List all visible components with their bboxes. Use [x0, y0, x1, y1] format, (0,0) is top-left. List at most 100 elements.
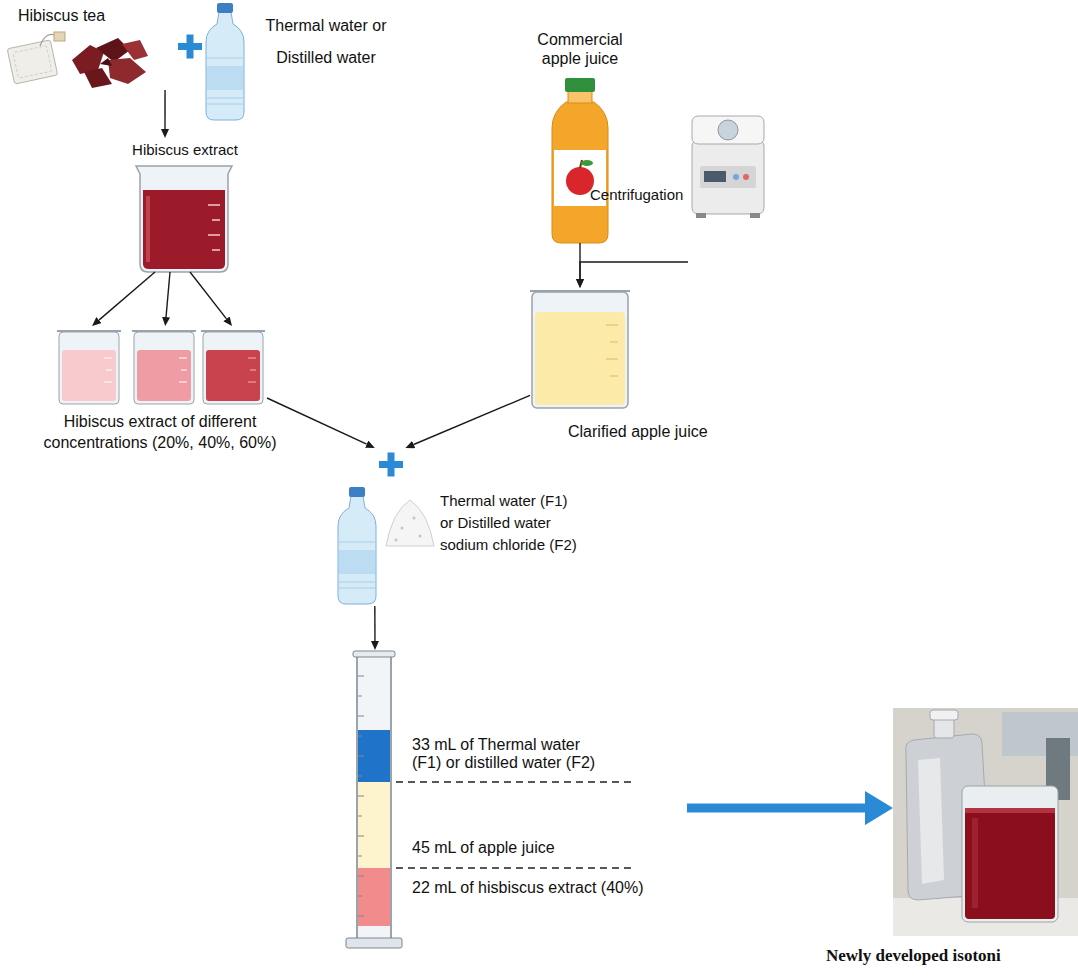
graduated-cylinder: 33 mL of Thermal water (F1) or distilled…: [352, 650, 687, 950]
step-label: Thermal water (F1) or Distilled water so…: [440, 490, 582, 555]
step-label: Thermal water or Distilled water: [262, 10, 390, 74]
photo-beaker: [962, 786, 1058, 922]
extract-beaker: Hibiscus extract: [135, 138, 235, 272]
tea-bag-tag: [54, 32, 65, 41]
water-bottle-icon: [338, 487, 376, 604]
bottle-label: [339, 550, 375, 574]
result-arrow: [687, 804, 865, 813]
text-slot: Hibiscus tea: [18, 6, 105, 25]
tea-bag-body: [7, 40, 58, 84]
text-slot: 45 mL of apple juice: [412, 838, 555, 857]
dried-hibiscus: [72, 38, 148, 88]
plus-sign: [178, 35, 202, 59]
salt-grain: [395, 539, 398, 542]
beaker-ticks: [104, 358, 112, 382]
water-bottle-icon: [206, 3, 244, 120]
beaker-ticks: [208, 205, 220, 250]
plus-bar: [388, 453, 395, 477]
pouch-cap: [930, 710, 958, 720]
dried-petal: [100, 58, 112, 66]
dried-petal: [84, 68, 112, 88]
step-label: Centrifugation: [590, 186, 683, 204]
beaker-liquid: [206, 350, 260, 401]
beaker-liquid: [535, 312, 625, 405]
text-slot: 33 mL of Thermal water (F1) or distilled…: [412, 736, 602, 772]
bottle-cap: [565, 78, 595, 92]
flow-arrow: [414, 395, 530, 444]
flow-arrow: [267, 398, 367, 444]
drink-photo: Newly developed isotoni: [893, 708, 1078, 936]
step-label: 33 mL of Thermal water (F1) or distilled…: [412, 736, 602, 772]
graduated-cylinder-icon: [346, 651, 402, 948]
beaker-glass: [203, 332, 263, 404]
flow-arrow: [374, 606, 376, 641]
dried-petal: [122, 40, 148, 60]
centrifuge-body: [692, 140, 764, 214]
water-bottle: Thermal water or Distilled water: [205, 3, 245, 120]
dilution-beakers-icon: [57, 331, 265, 404]
beaker-shine: [146, 196, 150, 262]
salt-pile: [386, 500, 434, 546]
apple-juice-bottle-icon: [552, 78, 608, 243]
bottle-cap: [349, 487, 365, 497]
dilution-beakers: Hibiscus extract of different concentrat…: [55, 326, 267, 406]
salt-grain: [419, 535, 422, 538]
text-slot: Commercial apple juice: [520, 30, 640, 68]
text-slot: Clarified apple juice: [568, 422, 708, 441]
glass-reflection: [972, 818, 978, 908]
step-label: Clarified apple juice: [568, 422, 708, 441]
flow-arrow: [164, 90, 165, 129]
extract-beaker-icon: [136, 166, 232, 272]
text-slot: Newly developed isotoni: [826, 946, 1001, 966]
centrifuge-lid: [692, 116, 764, 144]
dried-petal: [108, 58, 146, 84]
hibiscus-layer: [358, 868, 390, 926]
flow-arrow: [166, 272, 170, 317]
clarified-beaker-icon: [530, 291, 630, 408]
text-slot: Centrifugation: [590, 186, 683, 204]
beaker-glass: [59, 332, 119, 404]
apple-leaf: [581, 160, 593, 166]
centrifuge-button: [733, 174, 739, 180]
centrifuge-icon: [692, 116, 764, 218]
tea-bag: [7, 40, 58, 84]
clarified-beaker: Clarified apple juice: [530, 288, 630, 410]
text-slot: Hibiscus extract: [120, 141, 250, 159]
juice-bottle: Commercial apple juice: [550, 78, 612, 243]
text-slot: Hibiscus extract of different concentrat…: [20, 412, 300, 454]
salt-pile-icon: [386, 500, 434, 546]
step-label: Commercial apple juice: [520, 30, 640, 68]
pouch-highlight: [918, 758, 944, 884]
tea-bag-seam: [13, 46, 52, 79]
beaker-ticks: [248, 358, 256, 382]
cylinder-tube: [357, 656, 391, 940]
cylinder-base: [346, 938, 402, 948]
plus-bar: [187, 35, 194, 59]
plus-sign: [379, 453, 403, 477]
flow-arrow: [580, 262, 688, 279]
beaker-glass: [532, 292, 628, 408]
apple-juice-layer: [358, 782, 390, 868]
bottle-ribs: [207, 58, 243, 104]
centrifuge-display: [704, 171, 726, 182]
bottle-body: [206, 12, 244, 120]
flow-arrow: [190, 272, 226, 319]
centrifuge-panel: [700, 166, 756, 188]
centrifuge-window: [718, 120, 738, 140]
bottle-neck: [568, 91, 592, 103]
centrifuge-foot: [696, 213, 706, 218]
bottle-ribs: [339, 542, 375, 588]
beaker-lip: [530, 290, 630, 292]
level-line: [396, 781, 636, 783]
isotonic-drink: [965, 810, 1055, 919]
beaker-lip: [201, 330, 265, 332]
drink-surface: [965, 808, 1055, 813]
beaker-ticks: [179, 358, 187, 382]
bottle-cap: [217, 3, 233, 13]
figure-caption: Newly developed isotoni: [826, 946, 1001, 966]
dried-petal: [96, 38, 130, 62]
text-slot: 22 mL of hisbiscus extract (40%): [412, 878, 644, 897]
step-label: 22 mL of hisbiscus extract (40%): [412, 878, 644, 897]
beaker-lip: [132, 330, 196, 332]
